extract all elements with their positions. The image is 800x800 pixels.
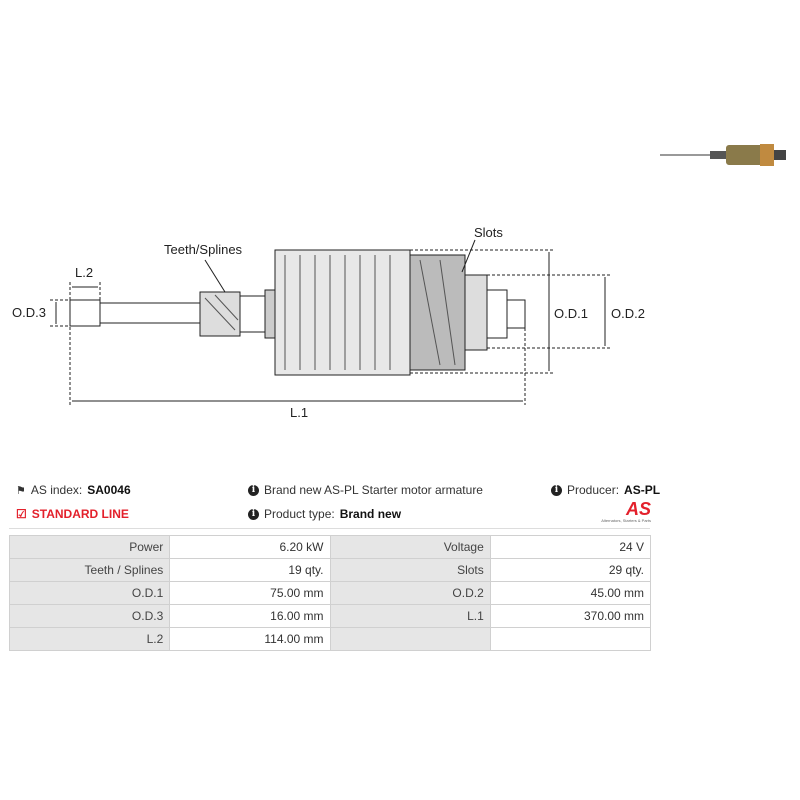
info-icon: i: [248, 508, 259, 520]
description-text: Brand new AS-PL Starter motor armature: [264, 483, 483, 497]
spec-label: O.D.1: [8, 581, 171, 605]
spec-value: 6.20 kW: [169, 535, 331, 559]
product-type: i Product type: Brand new: [248, 507, 401, 521]
spec-value: 75.00 mm: [169, 581, 331, 605]
product-type-label: Product type:: [264, 507, 335, 521]
tags-icon: ⚑: [16, 484, 26, 497]
label-slots: Slots: [474, 225, 503, 240]
description: i Brand new AS-PL Starter motor armature: [248, 483, 483, 497]
standard-line: ☑ STANDARD LINE: [16, 507, 129, 521]
label-od2: O.D.2: [611, 306, 645, 321]
info-icon: i: [248, 484, 259, 496]
spec-label: L.1: [329, 604, 491, 628]
divider: [9, 528, 650, 529]
checkbox-icon: ☑: [16, 507, 27, 521]
standard-line-label: STANDARD LINE: [31, 507, 129, 521]
as-pl-logo: AS Alternators, Starters & Parts: [601, 499, 651, 523]
spec-value: 114.00 mm: [169, 627, 331, 651]
label-l1: L.1: [290, 405, 309, 420]
as-index-value: SA0046: [87, 483, 131, 497]
spec-label: Slots: [329, 558, 491, 582]
spec-value: 29 qty.: [489, 558, 652, 582]
spec-label: L.2: [8, 627, 171, 651]
as-index: ⚑ AS index: SA0046: [16, 483, 131, 497]
product-thumbnail: [660, 144, 786, 166]
producer-value: AS-PL: [624, 483, 661, 497]
label-od3: O.D.3: [12, 305, 46, 320]
spec-label: [329, 627, 491, 651]
info-icon: i: [551, 484, 562, 496]
label-teeth-splines: Teeth/Splines: [164, 242, 243, 257]
spec-label: O.D.2: [329, 581, 491, 605]
spec-label: Teeth / Splines: [8, 558, 171, 582]
label-l2: L.2: [75, 265, 94, 280]
spec-value: 19 qty.: [169, 558, 331, 582]
spec-label: Power: [8, 535, 171, 559]
spec-value: 45.00 mm: [489, 581, 652, 605]
as-index-label: AS index:: [30, 483, 83, 497]
spec-value: 16.00 mm: [169, 604, 331, 628]
armature-diagram: [50, 239, 610, 405]
spec-label: Voltage: [329, 535, 491, 559]
spec-value: 24 V: [489, 535, 652, 559]
spec-label: O.D.3: [8, 604, 171, 628]
producer-label: Producer:: [567, 483, 620, 497]
label-od1: O.D.1: [554, 306, 588, 321]
product-type-value: Brand new: [339, 507, 402, 521]
spec-value: 370.00 mm: [489, 604, 652, 628]
spec-value: [489, 627, 652, 651]
producer: i Producer: AS-PL: [551, 483, 660, 497]
